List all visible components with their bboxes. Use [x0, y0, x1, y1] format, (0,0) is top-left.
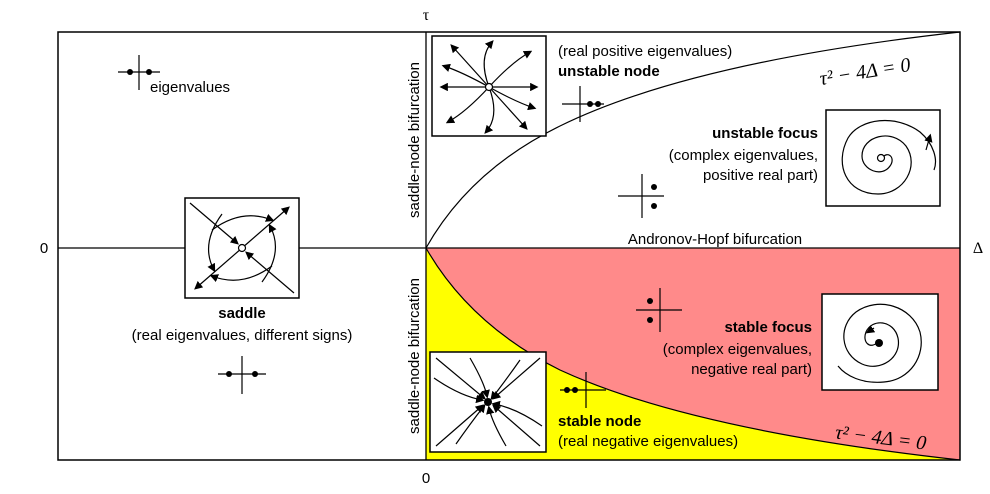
stable-node-eigen-icon	[560, 372, 606, 408]
parabola-lower	[425, 247, 961, 461]
saddle-title: saddle	[218, 305, 266, 322]
plot-frame	[57, 31, 961, 461]
stable-focus-desc2: negative real part)	[691, 361, 812, 378]
unstable-focus-desc2: positive real part)	[703, 167, 818, 184]
unstable-node-portrait	[431, 35, 547, 137]
eigenvalues-legend-icon	[118, 55, 160, 90]
parabola-upper	[425, 31, 961, 249]
saddle-node-label-upper: saddle-node bifurcation	[406, 62, 423, 218]
unstable-node-desc: (real positive eigenvalues)	[558, 43, 732, 60]
eigenvalues-legend-label: eigenvalues	[150, 79, 230, 96]
stable-focus-portrait	[821, 293, 939, 391]
saddle-portrait	[184, 197, 300, 299]
stable-node-desc: (real negative eigenvalues)	[558, 433, 738, 450]
stable-focus-desc1: (complex eigenvalues,	[663, 341, 812, 358]
unstable-focus-title: unstable focus	[712, 125, 818, 142]
stable-node-region	[426, 248, 960, 460]
stable-node-portrait	[429, 351, 547, 453]
saddle-node-label-lower: saddle-node bifurcation	[406, 278, 423, 434]
zero-bottom-label: 0	[422, 470, 430, 487]
andronov-hopf-label: Andronov-Hopf bifurcation	[628, 231, 802, 248]
stable-node-title: stable node	[558, 413, 641, 430]
unstable-node-title: unstable node	[558, 63, 660, 80]
delta-label: Δ	[973, 240, 983, 257]
unstable-node-eigen-icon	[562, 86, 604, 122]
stable-focus-title: stable focus	[724, 319, 812, 336]
saddle-eigen-icon	[218, 356, 266, 394]
unstable-focus-eigen-icon	[618, 174, 664, 218]
zero-left-label: 0	[40, 240, 48, 257]
saddle-desc: (real eigenvalues, different signs)	[132, 327, 353, 344]
unstable-focus-portrait	[825, 109, 941, 207]
unstable-focus-desc1: (complex eigenvalues,	[669, 147, 818, 164]
stable-focus-eigen-icon	[636, 288, 682, 332]
tau-label: τ	[423, 7, 430, 24]
parabola-equation-upper: τ² − 4Δ = 0	[818, 54, 912, 90]
